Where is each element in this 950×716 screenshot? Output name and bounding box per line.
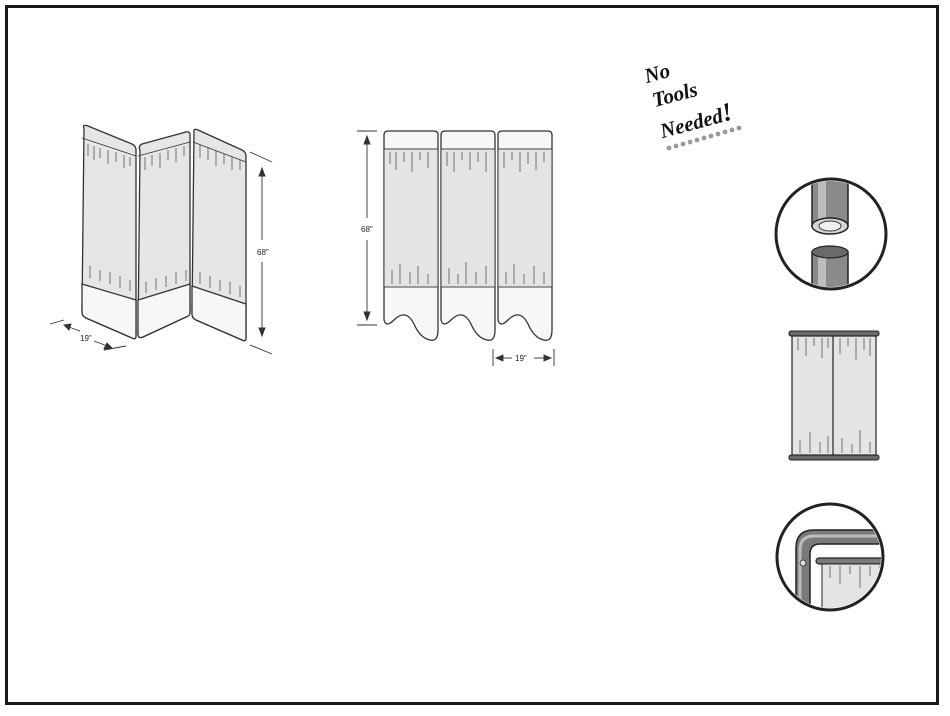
folding-panel-right [192,129,246,340]
folding-height-label: 68" [257,248,269,257]
flat-panel-3 [498,131,552,340]
folding-panel-left [82,125,136,338]
flat-height-label: 68" [361,225,373,234]
folding-screen [82,125,246,340]
flat-screen [384,131,552,340]
flat-panel-2 [441,131,495,340]
folding-width-label: 19" [80,334,92,343]
flat-panel-1 [384,131,438,340]
detail-frame-corner [777,504,906,624]
flat-width-label: 19" [515,354,527,363]
detail-pipe-connector [776,170,886,302]
folding-panel-middle [138,132,190,338]
detail-removable-panel [789,331,879,460]
